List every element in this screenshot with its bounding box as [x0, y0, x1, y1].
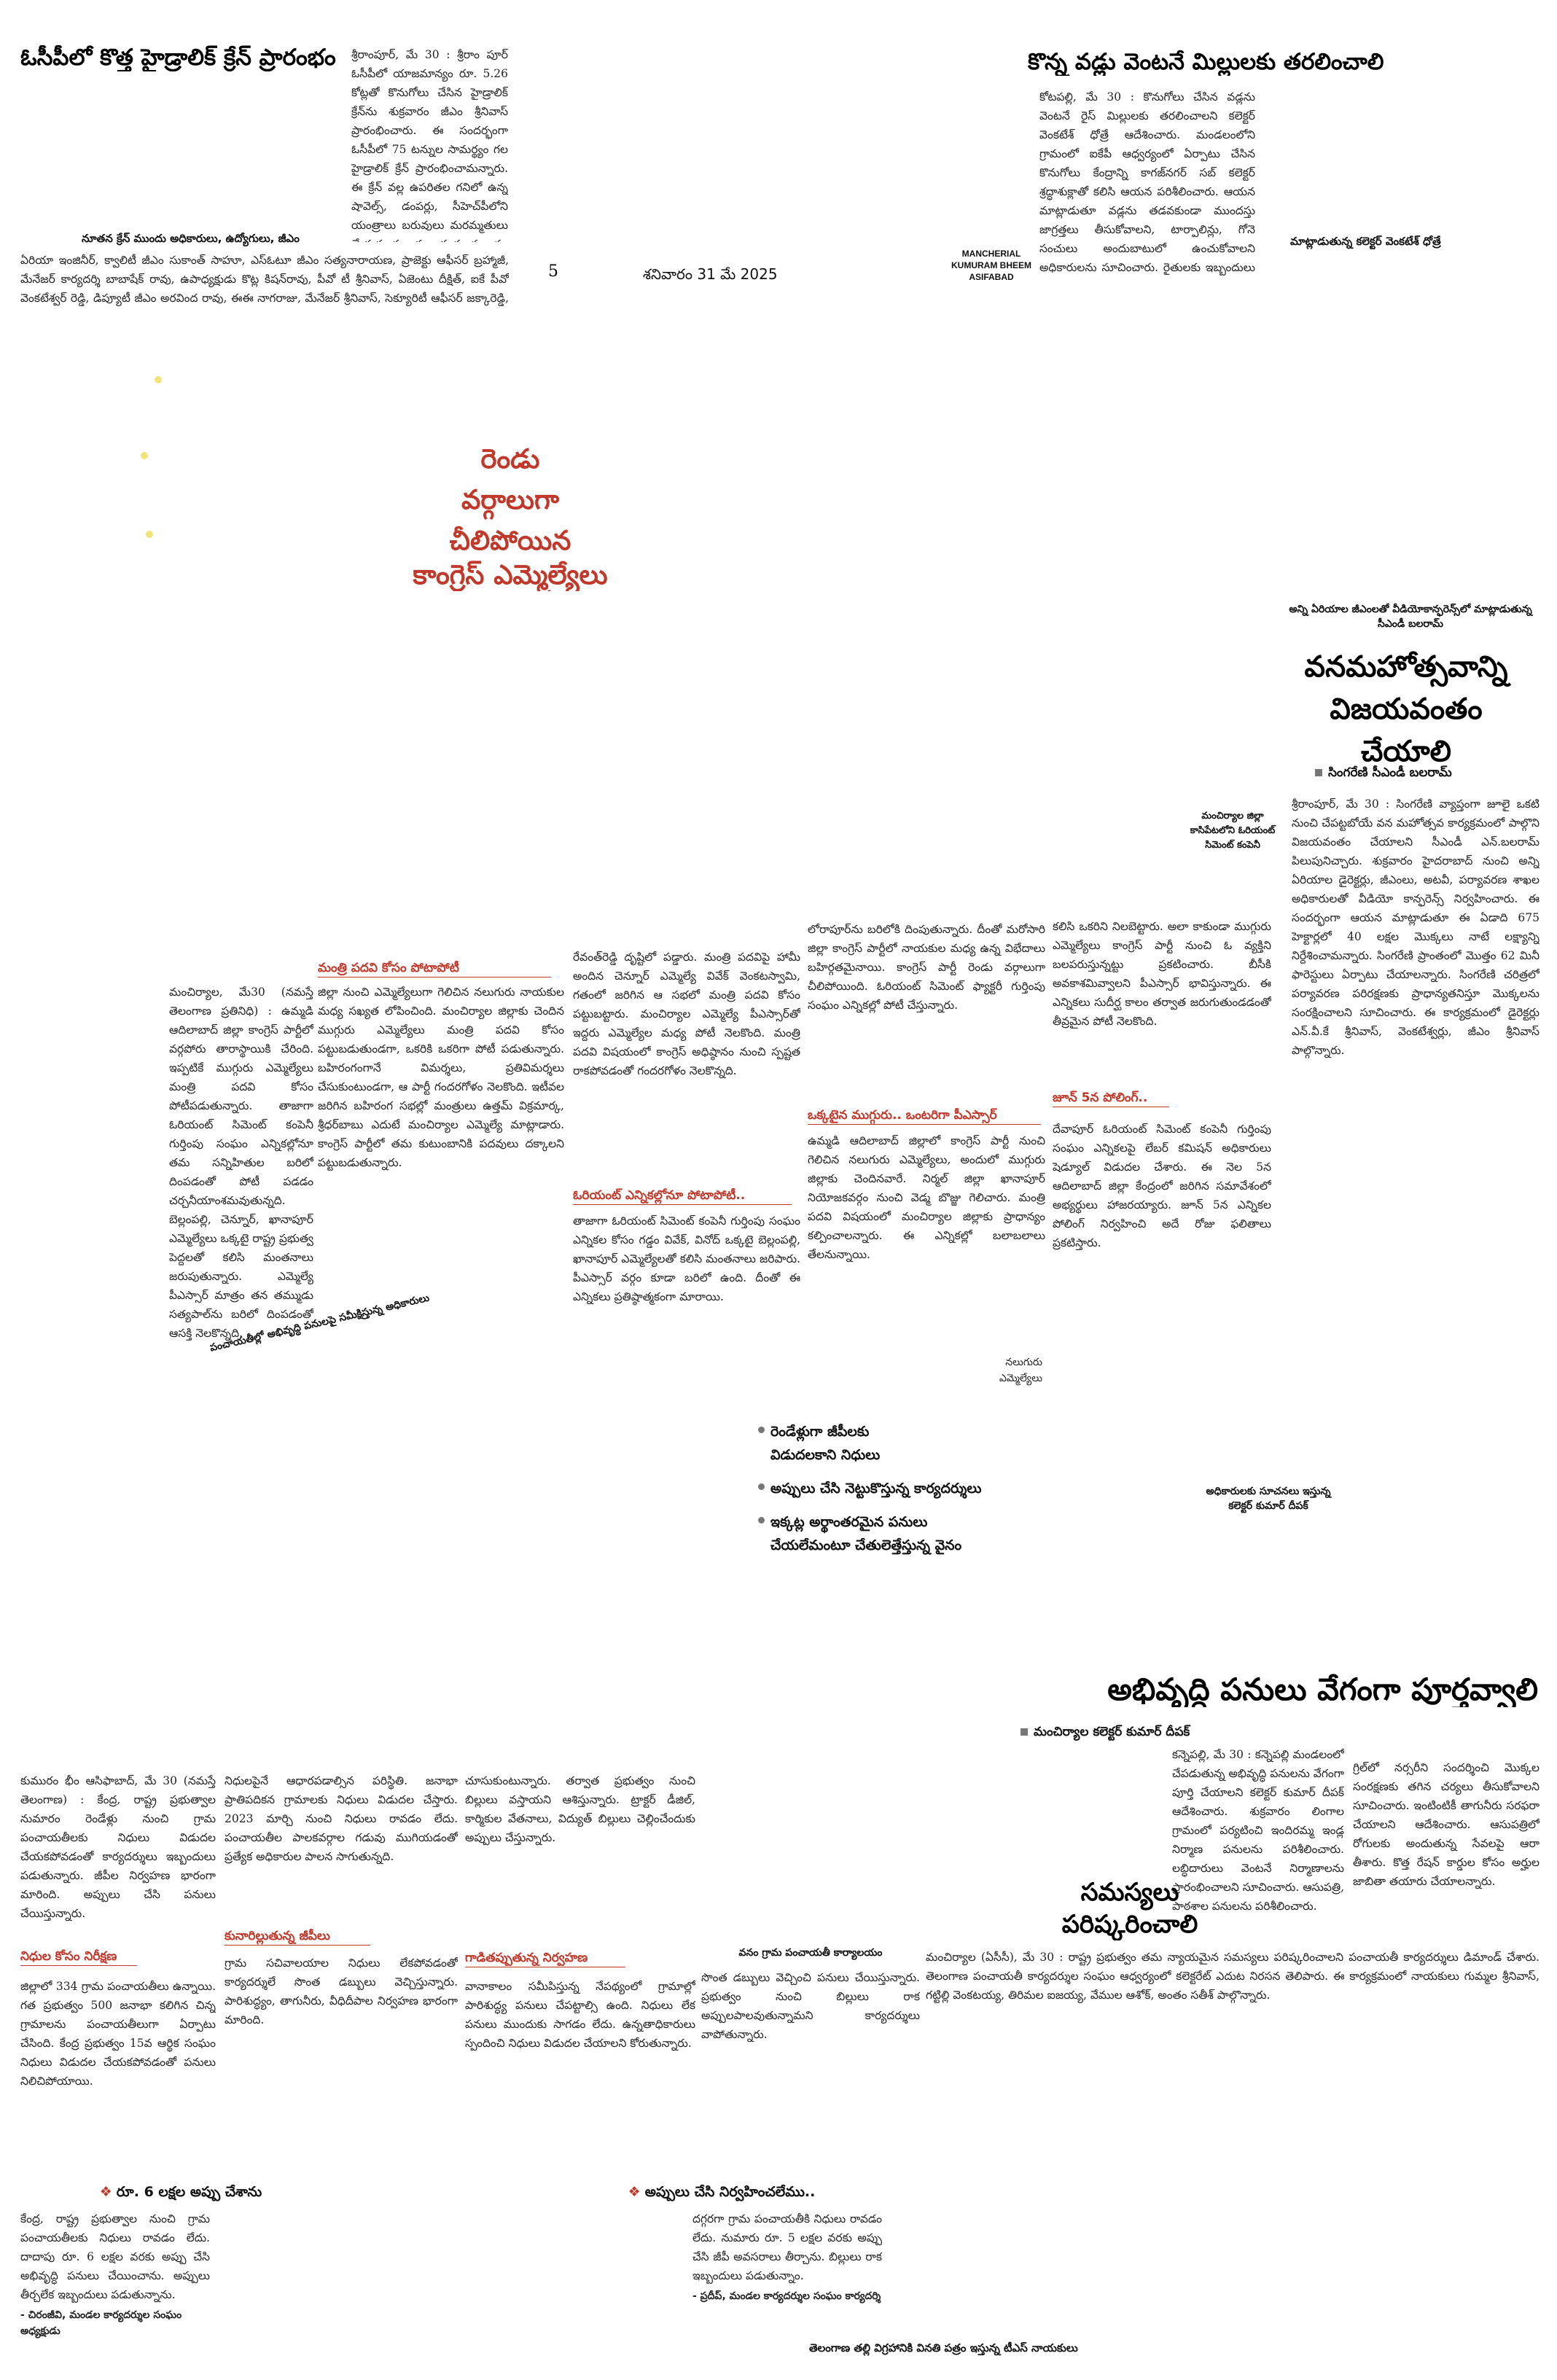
bullet-dot-icon [758, 1517, 765, 1523]
congress-sub-rule [318, 977, 551, 978]
congress-col-1: మంచిర్యాల, మే30 (నమస్తే తెలంగాణ ప్రతినిధ… [169, 986, 313, 1340]
highlights-box: రెండేళ్లుగా జీపీలకు విడుదలకాని నిధులు అప… [758, 1420, 1108, 1557]
vana-body: శ్రీరాంపూర్, మే 30 : సింగరేణి వ్యాప్తంగా… [1292, 797, 1540, 1057]
paddy-caption: మాట్లాడుతున్న కలెక్టర్ వెంకటేశ్ ధోత్రే [1290, 235, 1441, 248]
congress-sub-2: ఓరియంట్ ఎన్నికల్లోనూ పోటాపోటీ.. [573, 1188, 746, 1203]
quote-box-2: ❖అప్పులు చేసి నిర్వహించలేము.. దగ్గరగా గ్… [561, 2184, 882, 2304]
panchayat-col-1b: జిల్లాలో 334 గ్రామ పంచాయతీలు ఉన్నాయి. గత… [20, 1980, 216, 2088]
quote-box-2-title: అప్పులు చేసి నిర్వహించలేము.. [644, 2184, 816, 2200]
edition-line-2: KUMURAM BHEEM [951, 260, 1031, 270]
congress-headline: రెండు వర్గాలుగా చీలిపోయిన [379, 439, 641, 561]
crane-photo-area [29, 79, 335, 221]
diamond-bullet-icon: ❖ [628, 2184, 641, 2200]
vana-headline-line-1: వనమహోత్సవాన్ని [1304, 650, 1508, 684]
vana-headline-line-2: విజయవంతం [1330, 692, 1483, 726]
highlight-item: రెండేళ్లుగా జీపీలకు [758, 1420, 1108, 1443]
edition-date: శనివారం 31 మే 2025 [643, 265, 778, 283]
bullet-square-icon [1021, 1728, 1028, 1736]
congress-sub-4: జూన్ 5న పోలింగ్.. [1053, 1090, 1148, 1105]
crane-body: శ్రీరాంపూర్, మే 30 : శ్రీరాం పూర్ ఓసీపీల… [351, 48, 508, 242]
congress-col-7: కలిసి ఒకరిని నిలబెట్టారు. అలా కాకుండా ము… [1053, 920, 1271, 1028]
vana-byline-row: సింగరేణి సీఎండీ బలరామ్ [1315, 765, 1541, 783]
panchayat-col-1: కుమురం భీం ఆసిఫాబాద్, మే 30 (నమస్తే తెలం… [20, 1774, 216, 1920]
panchayat-col-2: నిధులపైనే ఆధారపడాల్సిన పరిస్థితి. జనాభా … [225, 1774, 458, 1863]
development-byline: మంచిర్యాల కలెక్టర్ కుమార్ దీపక్ [1034, 1725, 1190, 1739]
paddy-headline: కొన్న వడ్లు వెంటనే మిల్లులకు తరలించాలి [1028, 50, 1384, 75]
decor-dot [155, 376, 162, 383]
edition-line-3: ASIFABAD [969, 272, 1014, 282]
panchayat-sub-rule [20, 1965, 137, 1966]
highlights-photo-caption: అధికారులకు సూచనలు ఇస్తున్న కలెక్టర్ కుమా… [1206, 1486, 1331, 1512]
problems-headline: సమస్యలు పరిష్కరించాలి [1050, 1876, 1210, 1940]
development-byline-row: మంచిర్యాల కలెక్టర్ కుమార్ దీపక్ [1021, 1725, 1319, 1742]
panchayat-col-3b: వానాకాలం సమీపిస్తున్న నేపథ్యంలో గ్రామాల్… [465, 1980, 695, 2050]
highlight-item: అప్పులు చేసి నెట్టుకొస్తున్న కార్యదర్శుల… [758, 1477, 1108, 1500]
quote-box-1-title: రూ. 6 లక్షల అప్పు చేశాను [116, 2184, 262, 2200]
highlight-text: విడుదలకాని నిధులు [770, 1447, 881, 1463]
problems-right-body: మంచిర్యాల (ఏసీసీ), మే 30 : రాష్ట్ర ప్రభు… [926, 1951, 1540, 2002]
quote-box-1-sign: - చిరంజీవి, మండల కార్యదర్శుల సంఘం అధ్యక్… [20, 2309, 182, 2337]
page-number: 5 [548, 262, 558, 281]
highlight-text: ఇక్కట్ల అర్థాంతరమైన పనులు [770, 1514, 928, 1530]
decor-dot [146, 531, 153, 538]
quote-box-1: ❖రూ. 6 లక్షల అప్పు చేశాను కేంద్ర, రాష్ట్… [20, 2184, 341, 2339]
crane-body-bottom: ఏరియా ఇంజినీర్, క్వాలిటీ జీఎం సుకాంత్ సా… [20, 254, 509, 305]
vana-photo-caption: అన్ని ఏరియాల జీఎంలతో వీడియోకాన్ఫరెన్స్‌ల… [1289, 604, 1532, 630]
quote-box-2-body: దగ్గరగా గ్రామ పంచాయతీకి నిధులు రావడం లేద… [692, 2212, 882, 2282]
highlight-text: అప్పులు చేసి నెట్టుకొస్తున్న కార్యదర్శుల… [770, 1480, 982, 1497]
quote-box-2-sign: - ప్రదీప్, మండల కార్యదర్శుల సంఘం కార్యదర… [692, 2290, 881, 2302]
congress-sub-3: ఒక్కటైన ముగ్గురు.. ఒంటరిగా పీఎస్సార్ [808, 1108, 997, 1123]
congress-byline: నలుగురు ఎమ్మెల్యేలు [999, 1357, 1042, 1384]
quote-box-1-title-row: ❖రూ. 6 లక్షల అప్పు చేశాను [20, 2184, 341, 2204]
congress-sub-rule [573, 1204, 792, 1205]
congress-col-3: రేవంత్‌రెడ్డి దృష్టిలో పడ్డారు. మంత్రి ప… [573, 951, 800, 1077]
panchayat-sub-3: గాడితప్పుతున్న నిర్వహణ [465, 1951, 588, 1965]
panchayat-sub-rule [225, 1945, 370, 1946]
bullet-dot-icon [758, 1427, 765, 1433]
paddy-body: కోటపల్లి, మే 30 : కొనుగోలు చేసిన వడ్లను … [1039, 90, 1255, 274]
congress-headline-line-4: కాంగ్రెస్ ఎమ్మెల్యేలు [413, 560, 608, 590]
decor-dot [141, 452, 148, 459]
congress-headline-line-3: చీలిపోయిన [449, 525, 571, 556]
congress-col-6: ఉమ్మడి ఆదిలాబాద్ జిల్లాలో కాంగ్రెస్ పార్… [808, 1134, 1045, 1261]
bullet-dot-icon [758, 1483, 765, 1490]
congress-headline-line-1: రెండు [480, 443, 540, 475]
bullet-square-icon [1315, 769, 1322, 776]
panchayat-col-3: చూసుకుంటున్నారు. తర్వాత ప్రభుత్వం నుంచి … [465, 1774, 695, 1844]
problems-headline-line-2: పరిష్కరించాలి [1061, 1910, 1198, 1939]
quote-box-1-body: కేంద్ర, రాష్ట్ర ప్రభుత్వాల నుంచి గ్రామ ప… [20, 2212, 214, 2301]
crane-headline: ఓసీపీలో కొత్త హైడ్రాలిక్ క్రేన్ ప్రారంభం [20, 45, 336, 71]
congress-col-4: తాజాగా ఓరియంట్ సిమెంట్ కంపెనీ గుర్తింపు … [573, 1214, 800, 1303]
vana-headline-line-3: చేయాలి [1361, 735, 1451, 768]
congress-col-5: లోరాపూర్‌ను బరిలోకి దింపుతున్నారు. దీంతో… [808, 923, 1045, 1012]
development-body-right: గ్రిల్‌లో నర్సరీని సందర్శించి మొక్కల సంర… [1353, 1761, 1540, 1888]
congress-collage-caption: మంచిర్యాల జిల్లా కాసిపేటలోని ఓరియంట్ సిమ… [1190, 811, 1276, 851]
vana-headline: వనమహోత్సవాన్ని విజయవంతం చేయాలి [1271, 646, 1541, 773]
highlight-item: ఇక్కట్ల అర్థాంతరమైన పనులు [758, 1510, 1108, 1534]
highlight-text: చేయలేమంటూ చేతులెత్తేస్తున్న వైనం [770, 1537, 962, 1553]
problems-left-body: సొంత డబ్బులు వెచ్చించి పనులు చేయిస్తున్న… [701, 1971, 920, 2041]
congress-col-8: దేవాపూర్ ఓరియంట్ సిమెంట్ కంపెనీ గుర్తింప… [1053, 1123, 1271, 1249]
development-body-left: కన్నెపల్లి, మే 30 : కన్నెపల్లి మండలంలో చ… [1172, 1748, 1344, 1913]
panchayat-sub-2: కునారిల్లుతున్న జీపీలు [225, 1929, 330, 1943]
panchayat-sub-1: నిధుల కోసం నిరీక్షణ [20, 1949, 117, 1964]
vana-byline: సింగరేణి సీఎండీ బలరామ్ [1328, 765, 1452, 780]
crane-caption: నూతన క్రేన్ ముందు అధికారులు, ఉద్యోగులు, … [82, 232, 300, 245]
congress-headline-line-2: వర్గాలుగా [461, 484, 560, 515]
bottom-caption: తెలంగాణ తల్లి విగ్రహానికి వినతి పత్రం ఇస… [809, 2341, 1078, 2354]
problems-left-caption: వనం గ్రామ పంచాయతీ కార్యాలయం [738, 1947, 883, 1959]
highlight-text: రెండేళ్లుగా జీపీలకు [770, 1424, 870, 1440]
panchayat-col-2b: గ్రామ సచివాలయాల నిధులు లేకపోవడంతో కార్యద… [225, 1956, 458, 2026]
congress-sub-rule [808, 1124, 1041, 1125]
quote-box-2-title-row: ❖అప్పులు చేసి నిర్వహించలేము.. [561, 2184, 882, 2204]
congress-col-2: జిల్లా నుంచి ఎమ్మెల్యేలుగా గెలిచిన నలుగు… [318, 986, 564, 1169]
congress-sub-1: మంత్రి పదవి కోసం పోటాపోటీ [318, 961, 459, 975]
diamond-bullet-icon: ❖ [99, 2184, 112, 2200]
edition-line-1: MANCHERIAL [961, 249, 1021, 259]
problems-headline-line-1: సమస్యలు [1080, 1878, 1179, 1907]
development-headline: అభివృద్ధి పనులు వేగంగా పూర్తవ్వాలి [1107, 1672, 1538, 1707]
edition-block: MANCHERIAL KUMURAM BHEEM ASIFABAD [948, 248, 1035, 283]
